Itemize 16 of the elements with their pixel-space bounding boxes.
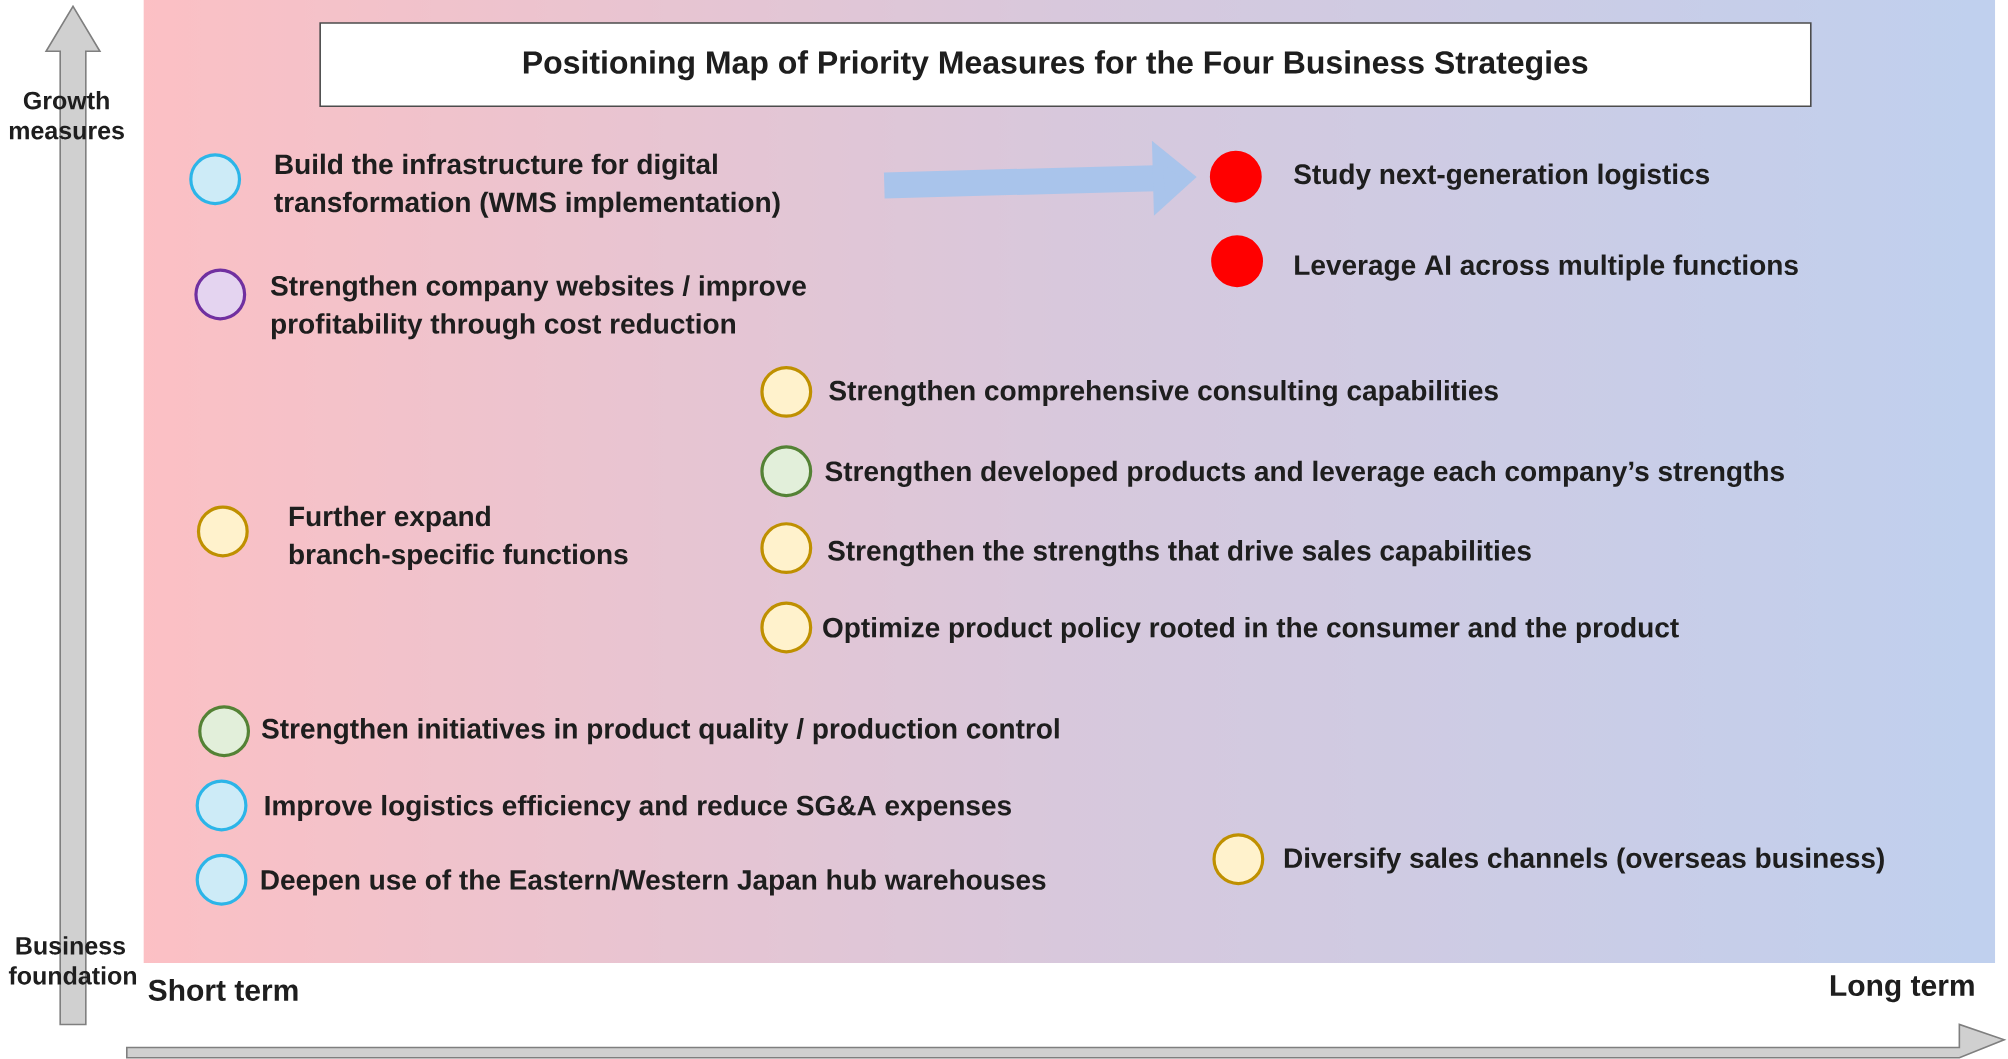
measure-text: Strengthen the strengths that drive sales capabilities <box>827 540 1531 567</box>
measure-text: Deepen use of the Eastern/Western Japan hub warehouses <box>261 869 1046 896</box>
measure-text: Improve logistics efficiency and reduce SG&A expenses <box>265 794 1011 822</box>
measure-text: Strengthen developed products and leverage each company’s strengths <box>825 460 1784 487</box>
measure-text: Study next-generation logistics <box>1294 163 1710 190</box>
measure-text: Build the infrastructure for digital transformation (WMS implementation) <box>274 153 780 218</box>
axis-label: Long term <box>1830 975 1974 1003</box>
measure-text: Diversify sales channels (overseas business) <box>1284 847 1884 874</box>
axis-label: Short term <box>148 978 298 1001</box>
measure-text: Further expand branch-specific functions <box>289 505 628 570</box>
measure-text: Strengthen company websites / improve profitability through cost reduction <box>270 275 806 340</box>
measure-text: Strengthen initiatives in product quality / production control <box>261 718 1059 745</box>
measure-text: Strengthen comprehensive consulting capabilities <box>829 380 1498 407</box>
measure-text: Optimize product policy rooted in the consumer and the product <box>823 617 1679 644</box>
measure-text: Leverage AI across multiple functions <box>1295 254 1798 281</box>
title-box: Positioning Map of Priority Measures for the Four Business Strategies <box>319 22 1812 108</box>
